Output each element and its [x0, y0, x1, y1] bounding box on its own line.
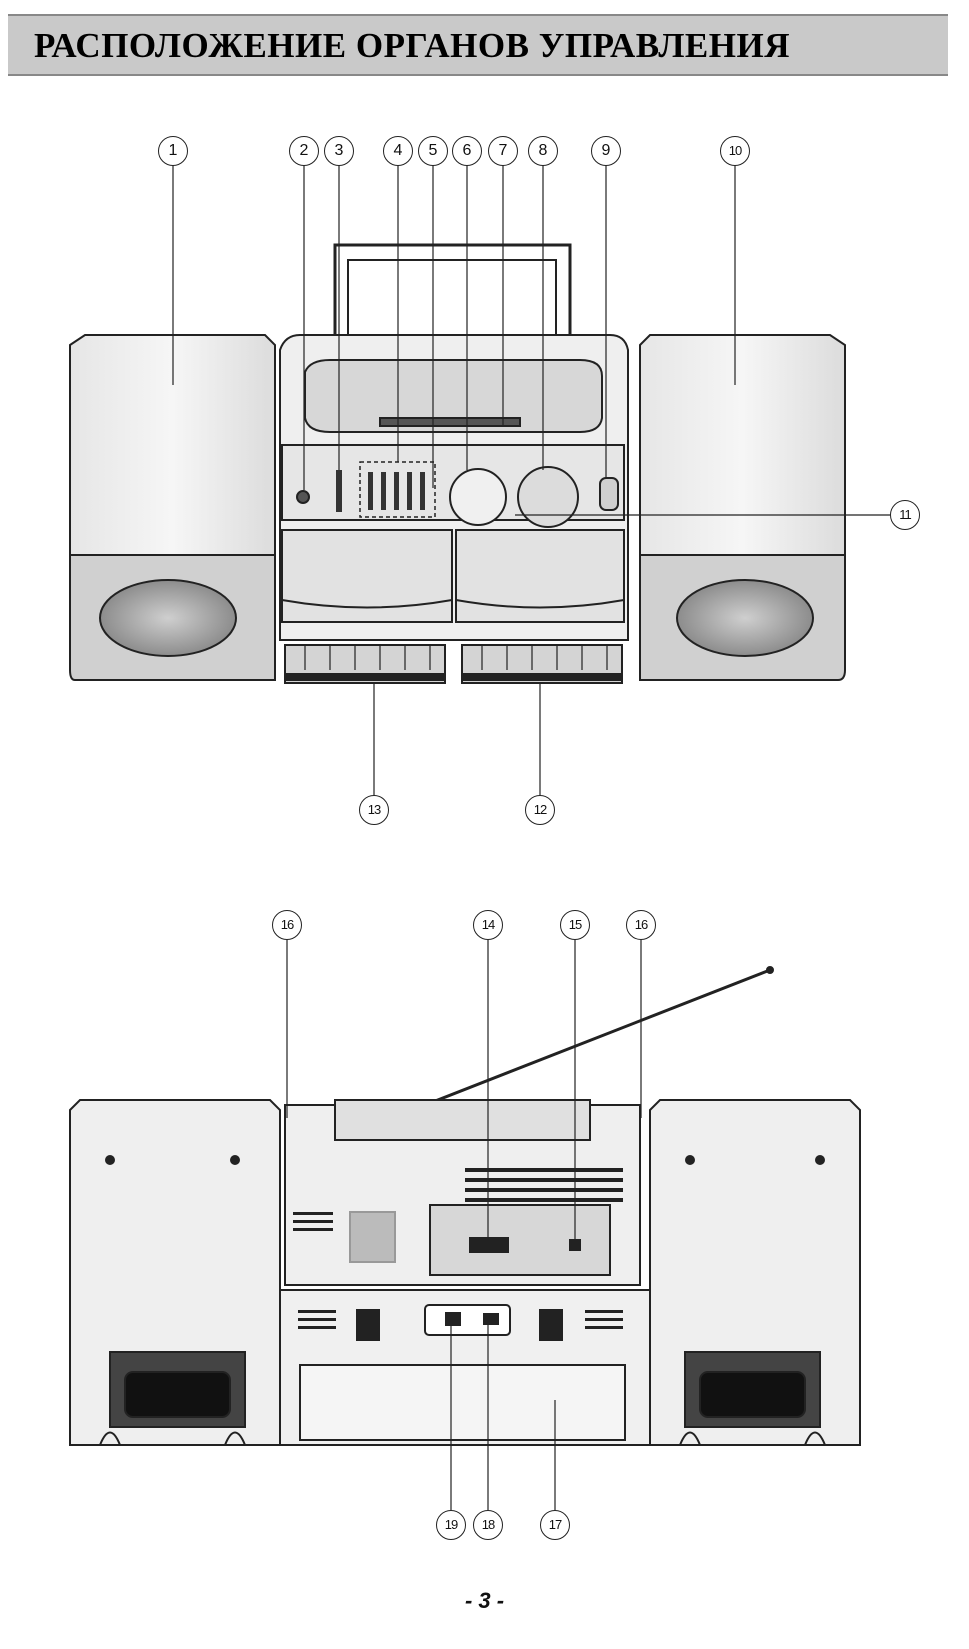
callout-16-right: 16	[626, 910, 656, 940]
page-number: - 3 -	[464, 1588, 505, 1613]
callout-14: 14	[473, 910, 503, 940]
right-speaker	[639, 334, 846, 681]
left-speaker	[69, 334, 276, 681]
callout-7: 7	[488, 136, 518, 166]
callout-5: 5	[418, 136, 448, 166]
callout-10: 10	[720, 136, 750, 166]
callout-19: 19	[436, 1510, 466, 1540]
callout-18: 18	[473, 1510, 503, 1540]
title-bar: РАСПОЛОЖЕНИЕ ОРГАНОВ УПРАВЛЕНИЯ	[8, 14, 948, 76]
callout-15: 15	[560, 910, 590, 940]
callout-9: 9	[591, 136, 621, 166]
rear-left-cabinet	[69, 1099, 281, 1446]
callout-6: 6	[452, 136, 482, 166]
rear-right-cabinet	[649, 1099, 861, 1446]
callout-13: 13	[359, 795, 389, 825]
callout-11: 11	[890, 500, 920, 530]
callout-4: 4	[383, 136, 413, 166]
callout-3: 3	[324, 136, 354, 166]
callout-1: 1	[158, 136, 188, 166]
front-view	[69, 165, 890, 795]
center-unit	[279, 334, 629, 684]
page-title: РАСПОЛОЖЕНИЕ ОРГАНОВ УПРАВЛЕНИЯ	[34, 26, 790, 65]
rear-center	[279, 1099, 651, 1446]
rear-leader-lines	[286, 940, 642, 1510]
front-leader-lines	[172, 165, 890, 795]
callout-8: 8	[528, 136, 558, 166]
callout-12: 12	[525, 795, 555, 825]
callout-17: 17	[540, 1510, 570, 1540]
rear-view	[69, 940, 861, 1510]
callout-2: 2	[289, 136, 319, 166]
callout-16-left: 16	[272, 910, 302, 940]
